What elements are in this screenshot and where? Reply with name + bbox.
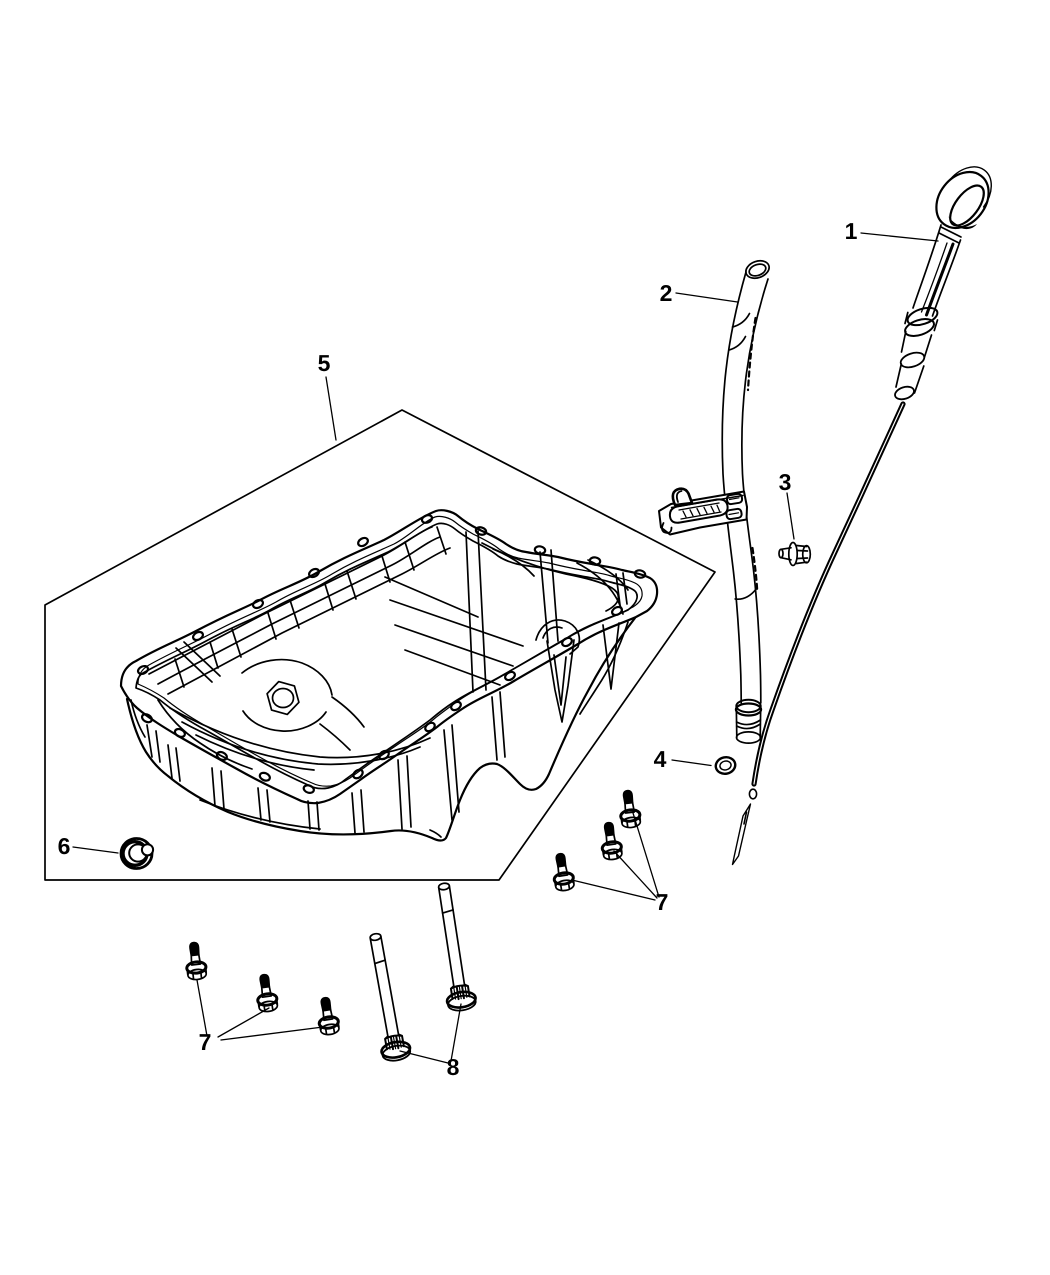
svg-text:7: 7	[656, 889, 669, 915]
svg-text:2: 2	[660, 280, 673, 306]
svg-text:3: 3	[779, 469, 792, 495]
svg-text:6: 6	[58, 833, 71, 859]
svg-text:8: 8	[447, 1054, 460, 1080]
svg-text:7: 7	[199, 1029, 212, 1055]
svg-text:5: 5	[318, 350, 331, 376]
svg-text:4: 4	[654, 746, 667, 772]
svg-text:1: 1	[845, 218, 858, 244]
